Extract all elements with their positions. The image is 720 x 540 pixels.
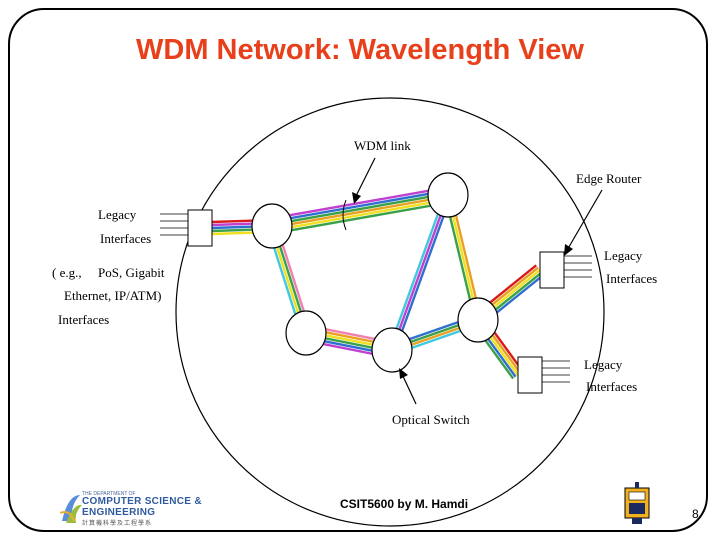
university-crest-icon: [624, 482, 650, 524]
slide-frame: [8, 8, 708, 532]
dept-line2: COMPUTER SCIENCE &: [82, 496, 202, 507]
dept-line4: 計算機科學及工程學系: [82, 521, 153, 527]
dept-line1: THE DEPARTMENT OF: [82, 491, 136, 497]
swirl-logo-icon: [60, 495, 82, 523]
example-label-part-a: ( e.g.,: [52, 265, 82, 280]
wdm-link-bracket: [342, 199, 347, 231]
legacy-left-label: Legacy: [98, 207, 137, 222]
optical-switch-arrow: [400, 371, 417, 405]
bundle-diagonal-wavelength: [390, 194, 450, 351]
interfaces-right-top-label: Interfaces: [606, 271, 658, 286]
edge-router-arrow: [565, 189, 603, 253]
interfaces-right-bottom-label: Interfaces: [586, 379, 638, 394]
legacy-interface-box-left: [187, 209, 213, 247]
node-bottom-right: [457, 297, 499, 343]
dept-line3: ENGINEERING: [82, 507, 156, 518]
wdm-link-arrow: [353, 157, 376, 201]
legacy-interface-box-right-top: [539, 251, 565, 289]
department-logo: THE DEPARTMENT OF COMPUTER SCIENCE & ENG…: [60, 490, 220, 527]
legacy-interface-box-right-bottom: [517, 356, 543, 394]
wdm-link-label: WDM link: [354, 138, 411, 153]
node-top-left: [251, 203, 293, 249]
bundle-top-wavelength: [271, 192, 448, 226]
bundle-diagonal-wavelength: [393, 195, 452, 352]
slide-title: WDM Network: Wavelength View: [136, 34, 584, 66]
node-bottom-left: [285, 310, 327, 356]
bundle-top-wavelength: [272, 195, 449, 229]
optical-switch-label: Optical Switch: [392, 412, 470, 427]
bundle-top-wavelength: [271, 189, 448, 223]
legacy-right-top-label: Legacy: [604, 248, 643, 263]
page-number: 8: [692, 507, 699, 521]
bundle-diagonal-wavelength: [388, 193, 447, 350]
node-top-right: [427, 172, 469, 218]
example-label-part-b: PoS, Gigabit: [98, 265, 165, 280]
interfaces-left-label: Interfaces: [100, 231, 152, 246]
legacy-right-bottom-label: Legacy: [584, 357, 623, 372]
example-label-line3: Interfaces: [58, 312, 110, 327]
edge-router-label: Edge Router: [576, 171, 642, 186]
course-footer: CSIT5600 by M. Hamdi: [340, 497, 469, 511]
bundle-top-wavelength: [272, 198, 449, 232]
node-bottom-center: [371, 327, 413, 373]
bundle-top-wavelength: [270, 186, 447, 220]
network-boundary: [175, 97, 605, 527]
example-label-line2: Ethernet, IP/ATM): [64, 288, 162, 303]
bundle-top-wavelength: [273, 201, 450, 235]
